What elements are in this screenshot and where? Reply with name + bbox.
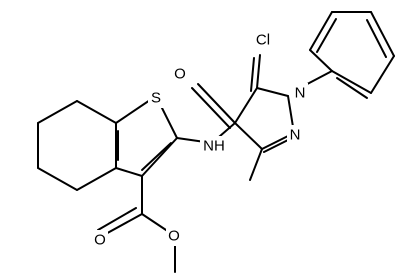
atom-labels: Cl O N N S NH O O (92, 30, 308, 250)
bond (366, 19, 387, 58)
bond (197, 83, 236, 124)
bond (76, 167, 117, 191)
bond (37, 100, 78, 124)
label-background (200, 136, 228, 156)
bond (97, 207, 137, 231)
amide-nh-label: NH (203, 138, 225, 155)
ester-group (97, 175, 176, 273)
amide-oxygen-label: O (174, 66, 186, 83)
amide-linkage (176, 83, 236, 144)
pyrazole-n1-label: N (295, 85, 306, 102)
bond (37, 167, 78, 191)
bond (331, 70, 372, 94)
label-background (292, 83, 308, 103)
bond (234, 87, 258, 124)
bond (256, 54, 261, 89)
bond (141, 137, 178, 177)
bond (115, 167, 143, 177)
chlorine-label: Cl (256, 32, 270, 49)
label-background (250, 30, 276, 50)
bond (256, 87, 289, 97)
pyrazole-n2-label: N (290, 127, 301, 144)
label-background (172, 64, 188, 84)
ester-carbonyl-oxygen-label: O (94, 232, 106, 249)
bond (309, 49, 333, 72)
bond (249, 148, 263, 181)
bond (141, 142, 172, 171)
cyclohexane-ring (37, 100, 117, 191)
bond (263, 139, 289, 153)
sulfur-label: S (151, 90, 161, 107)
bond (250, 57, 255, 92)
thiophene-ring (115, 95, 178, 177)
ester-oxygen-label: O (168, 228, 180, 245)
label-background (148, 88, 164, 108)
phenyl-ring (293, 11, 395, 99)
label-background (166, 226, 182, 246)
bond (316, 18, 337, 53)
bond (101, 213, 143, 237)
bond (370, 11, 395, 57)
label-background (92, 230, 108, 250)
bond (234, 122, 263, 150)
pyrazole-ring (234, 54, 295, 181)
label-background (287, 125, 303, 145)
bond (76, 100, 117, 124)
bond (336, 77, 368, 99)
bond (191, 87, 231, 129)
bond (309, 11, 333, 51)
bond (370, 55, 395, 94)
